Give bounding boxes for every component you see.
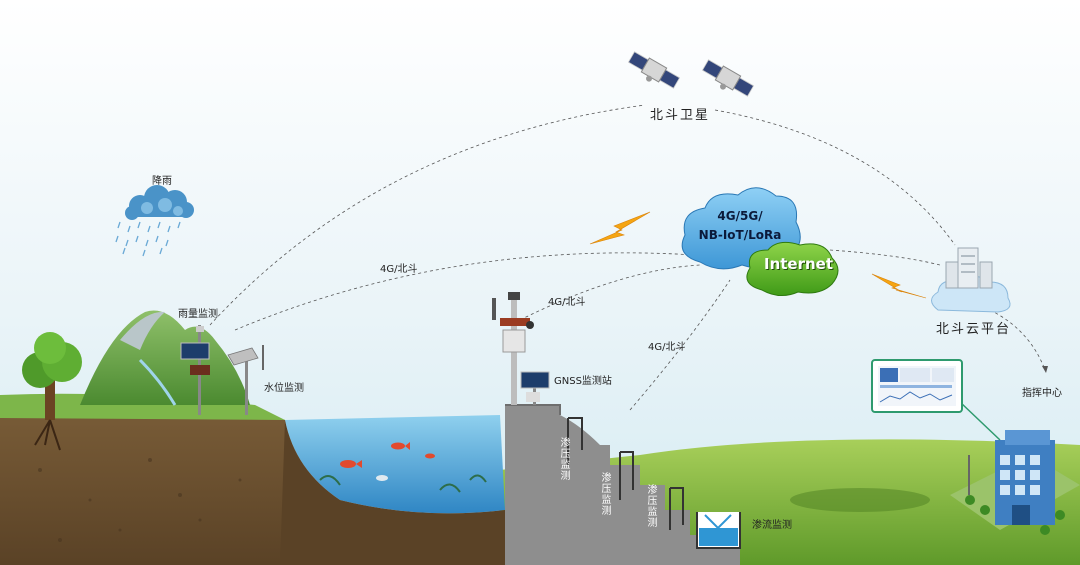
mountain-rock — [120, 311, 165, 350]
server-icon — [931, 247, 1011, 313]
link-satellite-to-platform — [714, 109, 956, 246]
satellite-label: 北斗卫星 — [650, 108, 711, 123]
link-cloud-to-platform — [829, 249, 941, 266]
gnss-station — [520, 371, 550, 405]
seepage-label-2: 渗压监测 — [599, 472, 610, 516]
mountain — [80, 310, 250, 405]
gnss-label: GNSS监测站 — [554, 376, 612, 387]
satellite-icon — [627, 51, 755, 97]
gnss-tower — [492, 292, 534, 405]
link-label-right: 4G/北斗 — [648, 342, 686, 353]
monitor-screen-icon — [871, 359, 1001, 441]
seepage-label-1: 渗压监测 — [558, 437, 569, 481]
rain-label: 降雨 — [152, 176, 172, 187]
platform-label: 北斗云平台 — [936, 322, 1012, 337]
waterfall — [138, 358, 177, 406]
internet-label: Internet — [764, 255, 834, 273]
rain-drops — [115, 221, 181, 257]
plane-shadow — [790, 488, 930, 512]
seepage-pipes — [567, 417, 684, 530]
link-gnss-to-cloud — [519, 264, 701, 321]
water-level-label: 水位监测 — [264, 383, 304, 394]
camera-icon — [526, 321, 534, 329]
arrow-head — [1042, 366, 1048, 373]
solar-panel-icon — [520, 371, 550, 389]
solar-panel-icon — [180, 342, 210, 360]
link-rain-to-satellite — [209, 104, 646, 326]
link-label-left: 4G/北斗 — [380, 264, 418, 275]
cloud-label-line2: NB-IoT/LoRa — [698, 228, 782, 242]
reservoir-bed — [280, 420, 505, 565]
left-soil — [0, 403, 285, 565]
link-rain-to-cloud — [234, 252, 696, 331]
soil-texture — [38, 458, 242, 542]
command-center-label: 指挥中心 — [1022, 388, 1062, 399]
seepage-weir — [696, 512, 741, 549]
seepage-flow-label: 渗流监测 — [752, 520, 792, 531]
water-plants — [319, 474, 487, 493]
left-grass-top — [0, 393, 285, 420]
lightning-icon — [589, 211, 927, 299]
water-level-station — [227, 345, 264, 415]
fish-icon — [340, 442, 435, 481]
link-seepage-to-cloud — [629, 279, 731, 411]
reservoir-water — [285, 415, 505, 514]
rain-gauge-station — [180, 325, 210, 415]
building-icon — [950, 430, 1080, 535]
rain-cloud-icon — [115, 185, 194, 257]
rain-gauge-label: 雨量监测 — [178, 309, 218, 320]
link-label-mid: 4G/北斗 — [548, 297, 586, 308]
internet-cloud — [746, 241, 839, 296]
seepage-label-3: 渗压监测 — [645, 484, 656, 528]
signal-links — [209, 104, 1046, 411]
dam-body — [505, 405, 740, 565]
link-platform-to-command — [989, 309, 1046, 371]
cloud-label-line1: 4G/5G/ — [717, 209, 763, 223]
tree-icon — [22, 332, 82, 451]
